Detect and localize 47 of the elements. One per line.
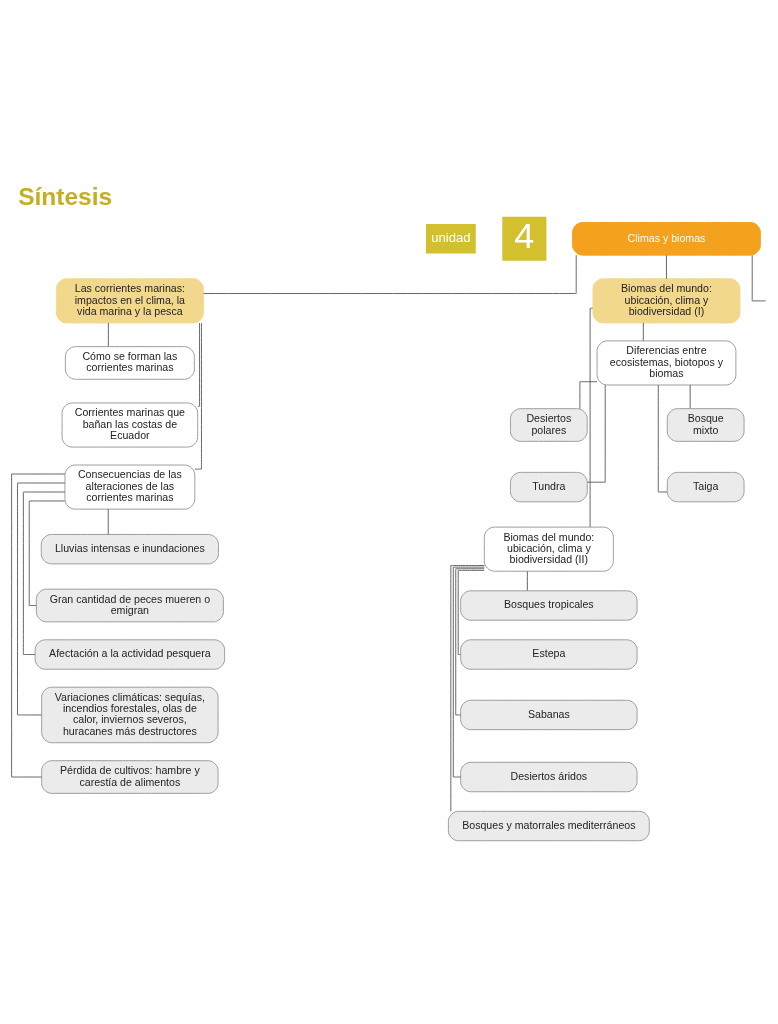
- node-box: Estepa: [460, 639, 638, 670]
- connector: [657, 384, 668, 493]
- connector: [107, 508, 109, 535]
- node-box: Pérdida de cultivos: hambre y carestía de alimentos: [41, 760, 219, 794]
- node-box: Bosques tropicales: [460, 590, 638, 621]
- connector: [689, 384, 691, 409]
- connector: [455, 568, 485, 716]
- node-box: Variaciones climáticas: sequías, incendios forestales, olas de calor, inviernos severos, huracanes más destructores: [41, 686, 219, 744]
- node-box: Bosques y matorrales mediterráneos: [447, 810, 650, 842]
- node-box: Desiertos áridos: [460, 761, 638, 793]
- diagram-title: Síntesis: [18, 183, 113, 211]
- node-box: Biomas del mundo: ubicación, clima y biodiversidad (II): [483, 526, 614, 572]
- node-box: Sabanas: [460, 699, 638, 731]
- connector: [11, 473, 66, 778]
- node-box: Afectación a la actividad pesquera: [34, 639, 226, 670]
- connector: [457, 569, 485, 655]
- node-box: Climas y biomas: [572, 222, 761, 256]
- connector: [17, 482, 66, 716]
- node-box: Desiertos polares: [509, 408, 588, 442]
- label: unidad: [431, 229, 471, 245]
- node-box: Corrientes marinas que bañan las costas de Ecuador: [61, 402, 199, 448]
- node-box: Lluvias intensas e inundaciones: [40, 533, 219, 565]
- connector: [589, 307, 594, 528]
- node-box: Gran cantidad de peces mueren o emigran: [35, 588, 224, 623]
- connector: [203, 254, 577, 294]
- connector: [28, 500, 66, 606]
- node-box: Taiga: [666, 471, 745, 503]
- connector: [642, 322, 644, 342]
- connector: [450, 565, 485, 812]
- connector: [452, 566, 485, 778]
- connector: [666, 255, 667, 280]
- connector: [107, 322, 109, 347]
- connector: [586, 384, 606, 483]
- connector: [526, 570, 528, 591]
- node-box: Tundra: [509, 471, 588, 503]
- connector: [197, 322, 200, 407]
- node-box: Biomas del mundo: ubicación, clima y biodiversidad (I): [592, 278, 741, 324]
- connector: [194, 322, 202, 470]
- connector: [751, 255, 767, 302]
- node-box: Las corrientes marinas: impactos en el clima, la vida marina y la pesca: [55, 278, 204, 324]
- node-box: Diferencias entre ecosistemas, biotopos y biomas: [596, 340, 737, 386]
- label: 4: [514, 214, 535, 256]
- connector: [22, 491, 66, 655]
- node-box: Cómo se forman las corrientes marinas: [64, 346, 195, 380]
- connector: [579, 381, 598, 410]
- node-box: Consecuencias de las alteraciones de las corrientes marinas: [64, 464, 196, 510]
- node-box: Bosque mixto: [666, 408, 745, 442]
